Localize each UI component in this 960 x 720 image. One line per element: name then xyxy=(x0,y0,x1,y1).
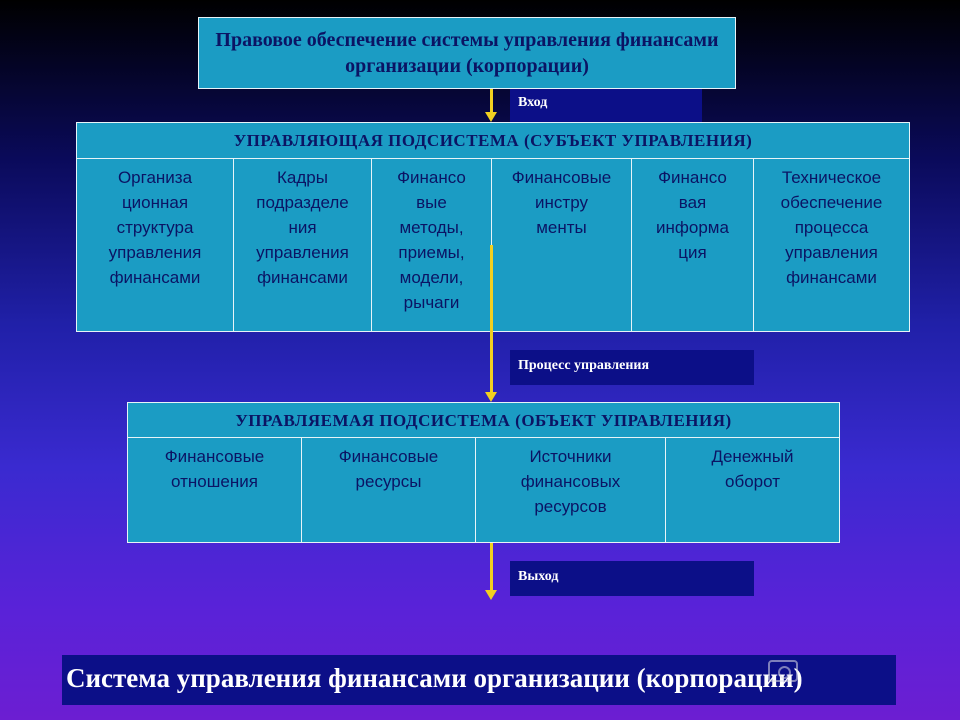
arrow-input-head xyxy=(485,112,497,122)
cell-technical-support: Техническое обеспечение процесса управле… xyxy=(780,168,883,287)
arrow-process-head xyxy=(485,392,497,402)
input-label: Вход xyxy=(510,89,702,122)
arrow-output-line xyxy=(490,543,493,591)
legal-support-text: Правовое обеспечение системы управления … xyxy=(215,29,719,77)
cell-personnel: Кадры подразделе ния управления финансам… xyxy=(234,159,372,331)
managed-subsystem: УПРАВЛЯЕМАЯ ПОДСИСТЕМА (ОБЪЕКТ УПРАВЛЕНИ… xyxy=(127,402,840,543)
managed-subsystem-title: УПРАВЛЯЕМАЯ ПОДСИСТЕМА (ОБЪЕКТ УПРАВЛЕНИ… xyxy=(128,403,839,438)
managing-subsystem: УПРАВЛЯЮЩАЯ ПОДСИСТЕМА (СУБЪЕКТ УПРАВЛЕН… xyxy=(76,122,910,332)
diagram-title-banner: Система управления финансами организации… xyxy=(62,655,896,705)
diagram-title: Система управления финансами организации… xyxy=(66,663,803,693)
cell-org-structure: Организа ционная структура управления фи… xyxy=(77,159,234,331)
process-label: Процесс управления xyxy=(510,350,754,385)
watermark-camera-icon xyxy=(768,660,798,682)
arrow-process-line xyxy=(490,245,493,393)
managed-subsystem-cells: Финансовые отношения Финансовые ресурсы … xyxy=(128,438,839,542)
arrow-input-line xyxy=(490,89,493,113)
cell-financial-methods: Финансо вые методы, приемы, модели, рыча… xyxy=(372,159,492,331)
managing-subsystem-title: УПРАВЛЯЮЩАЯ ПОДСИСТЕМА (СУБЪЕКТ УПРАВЛЕН… xyxy=(77,123,909,159)
output-label: Выход xyxy=(510,561,754,596)
legal-support-box: Правовое обеспечение системы управления … xyxy=(198,17,736,89)
cell-money-turnover: Денежный оборот xyxy=(711,447,794,491)
cell-financial-information: Финансо вая информа ция xyxy=(632,159,754,331)
cell-resource-sources: Источники финансовых ресурсов xyxy=(476,438,666,542)
arrow-output-head xyxy=(485,590,497,600)
cell-financial-instruments: Финансовые инстру менты xyxy=(492,159,632,331)
managing-subsystem-cells: Организа ционная структура управления фи… xyxy=(77,159,909,331)
cell-financial-relations: Финансовые отношения xyxy=(128,438,302,542)
cell-financial-resources: Финансовые ресурсы xyxy=(302,438,476,542)
